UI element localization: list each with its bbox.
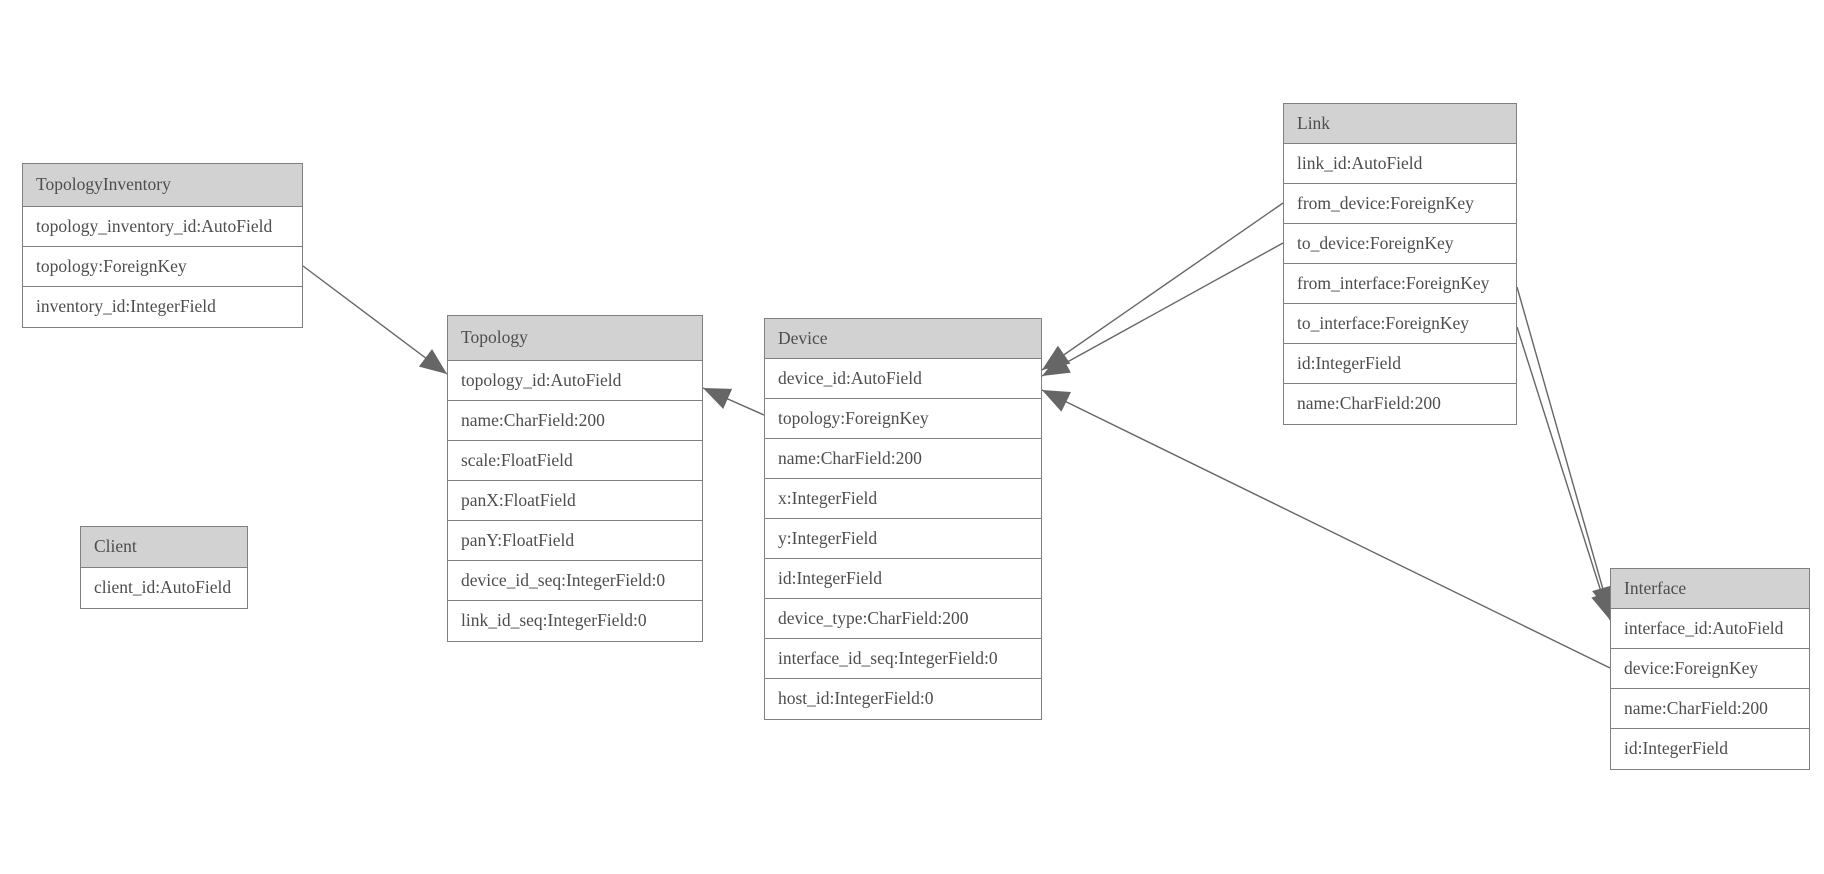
relationship-interface-to-device — [1041, 389, 1611, 669]
relationship-topologyinventory-to-topology — [302, 265, 448, 375]
entity-field-row: device_id_seq:IntegerField:0 — [448, 561, 702, 601]
entity-field-row: interface_id_seq:IntegerField:0 — [765, 639, 1041, 679]
relationship-link-to-interface — [1516, 286, 1614, 615]
entity-title: Interface — [1611, 569, 1809, 609]
relationship-link-to-device — [1041, 202, 1284, 371]
entity-title: Device — [765, 319, 1041, 359]
relationship-link-to-device — [1041, 242, 1284, 377]
entity-field-row: from_interface:ForeignKey — [1284, 264, 1516, 304]
entity-field-row: topology_id:AutoField — [448, 361, 702, 401]
entity-field-row: x:IntegerField — [765, 479, 1041, 519]
entity-field-row: scale:FloatField — [448, 441, 702, 481]
entity-field-row: link_id_seq:IntegerField:0 — [448, 601, 702, 641]
entity-field-row: name:CharField:200 — [448, 401, 702, 441]
entity-field-row: to_interface:ForeignKey — [1284, 304, 1516, 344]
entity-field-row: panY:FloatField — [448, 521, 702, 561]
entity-title: TopologyInventory — [23, 164, 302, 207]
entity-title: Topology — [448, 316, 702, 361]
entity-field-row: device_id:AutoField — [765, 359, 1041, 399]
entity-field-row: topology_inventory_id:AutoField — [23, 207, 302, 247]
entity-field-row: host_id:IntegerField:0 — [765, 679, 1041, 719]
entity-field-row: device:ForeignKey — [1611, 649, 1809, 689]
entity-field-row: name:CharField:200 — [1284, 384, 1516, 424]
entity-field-row: panX:FloatField — [448, 481, 702, 521]
relationship-device-to-topology — [702, 387, 765, 416]
entity-title: Link — [1284, 104, 1516, 144]
entity-field-row: device_type:CharField:200 — [765, 599, 1041, 639]
entity-field-row: id:IntegerField — [1611, 729, 1809, 769]
entity-title: Client — [81, 527, 247, 568]
entity-field-row: interface_id:AutoField — [1611, 609, 1809, 649]
entity-field-row: id:IntegerField — [1284, 344, 1516, 384]
entity-field-row: name:CharField:200 — [765, 439, 1041, 479]
entity-field-row: inventory_id:IntegerField — [23, 287, 302, 327]
entity-field-row: link_id:AutoField — [1284, 144, 1516, 184]
entity-field-row: y:IntegerField — [765, 519, 1041, 559]
entity-field-row: to_device:ForeignKey — [1284, 224, 1516, 264]
relationship-link-to-interface — [1516, 326, 1613, 621]
entity-field-row: topology:ForeignKey — [23, 247, 302, 287]
entity-field-row: name:CharField:200 — [1611, 689, 1809, 729]
entity-field-row: from_device:ForeignKey — [1284, 184, 1516, 224]
entity-field-row: topology:ForeignKey — [765, 399, 1041, 439]
entity-field-row: client_id:AutoField — [81, 568, 247, 608]
entity-field-row: id:IntegerField — [765, 559, 1041, 599]
